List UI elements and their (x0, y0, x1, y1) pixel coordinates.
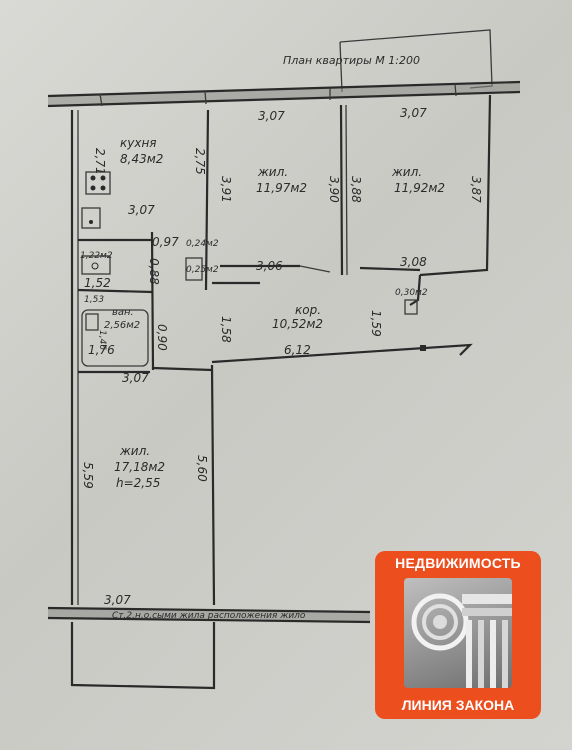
bedroom-right-wall (210, 364, 216, 606)
room-living-1: жил. 11,97м2 (256, 165, 307, 195)
dim-label: 0,90 (155, 324, 169, 351)
sink-icon (81, 207, 101, 229)
room-label: жил. (257, 165, 288, 179)
dim-label: 3,07 (122, 371, 149, 385)
room-bathroom: ван. 2,56м2 (104, 307, 140, 331)
dim-label: 1,76 (88, 343, 115, 357)
street-label: Ст.2.н.о.сыми жила расположения жило (112, 611, 306, 621)
dim-label: 6,12 (284, 343, 311, 357)
dim-label: 5,60 (195, 455, 209, 482)
bathroom-wall (150, 231, 155, 371)
area-label: 0,30м2 (395, 288, 428, 298)
dim-label: 1,52 (84, 276, 111, 290)
dim-label: 5,59 (81, 462, 95, 489)
ionic-column-capital-icon (404, 578, 512, 688)
closet (185, 257, 203, 281)
room-area: 8,43м2 (120, 152, 163, 166)
room-living-3: жил. 17,18м2 h=2,55 (114, 444, 165, 490)
dim-label: 1,58 (219, 316, 233, 343)
area-label: 0,24м2 (186, 239, 219, 249)
room-area: 10,52м2 (272, 317, 323, 331)
dim-label: 3,91 (219, 176, 233, 203)
agency-logo: НЕДВИЖИМОСТЬ ЛИНИЯ ЗАКОНА (375, 551, 541, 719)
room-area: 2,56м2 (104, 320, 140, 331)
dim-label: 3,06 (256, 259, 283, 273)
balcony (70, 622, 216, 690)
area-label: 1,22м2 (80, 251, 113, 261)
dim-label: 0,88 (147, 258, 161, 285)
dim-label: 3,07 (400, 106, 427, 120)
kitchen-room-wall (204, 109, 210, 291)
room-kitchen: кухня 8,43м2 (120, 136, 163, 166)
dim-label: 1,53 (84, 295, 104, 305)
stove-icon (85, 171, 111, 195)
room-area: 17,18м2 (114, 460, 165, 474)
dim-label: 3,07 (128, 203, 155, 217)
top-wall (48, 82, 520, 106)
bathtub-icon (81, 309, 149, 367)
room-label: жил. (391, 165, 422, 179)
dim-label: 3,07 (104, 593, 131, 607)
area-label: 0,25м2 (186, 265, 219, 275)
logo-bottom-text: ЛИНИЯ ЗАКОНА (401, 697, 515, 713)
dim-label: 0,97 (152, 235, 179, 249)
room-label: кор. (295, 303, 321, 317)
logo-top-text: НЕДВИЖИМОСТЬ (395, 555, 521, 571)
dim-label: 3,88 (349, 176, 363, 203)
room-divider-wall (339, 104, 344, 276)
room-height: h=2,55 (116, 476, 160, 490)
right-outer-wall (419, 94, 492, 277)
room-corridor: кор. 10,52м2 (272, 303, 323, 331)
room-area: 11,92м2 (394, 181, 445, 195)
dim-label: 3,90 (327, 176, 341, 203)
dim-label: 3,87 (469, 176, 483, 203)
dim-label: 1,46 (97, 330, 107, 350)
plan-title: План квартиры М 1:200 (283, 54, 420, 67)
room-living-2: жил. 11,92м2 (391, 165, 445, 195)
dim-label: 3,08 (400, 255, 427, 269)
dim-label: 1,59 (369, 310, 383, 337)
room-label: ван. (112, 307, 134, 318)
room-label: жил. (119, 444, 150, 458)
toilet-icon (81, 255, 111, 275)
dim-label: 3,07 (258, 109, 285, 123)
dim-label: 2,75 (193, 148, 207, 175)
dim-label: 2,71 (93, 148, 107, 175)
room-label: кухня (120, 136, 157, 150)
room-area: 11,97м2 (256, 181, 307, 195)
